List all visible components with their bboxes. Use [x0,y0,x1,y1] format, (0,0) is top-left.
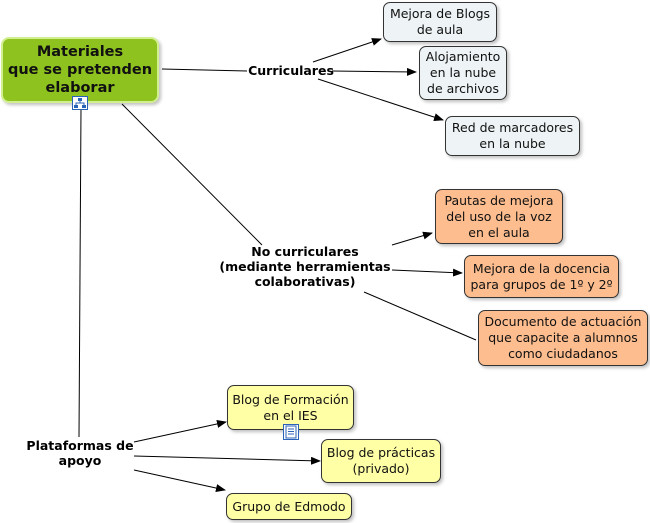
node-blog-formacion[interactable]: Blog de Formación en el IES [227,385,354,430]
branch-curriculares[interactable]: Curriculares [248,63,334,78]
branch-plataformas[interactable]: Plataformas de apoyo [26,438,134,468]
branch-no-curriculares[interactable]: No curriculares (mediante herramientas c… [219,244,391,289]
node-pautas-voz[interactable]: Pautas de mejora del uso de la voz en el… [435,189,563,244]
node-mejora-blogs[interactable]: Mejora de Blogs de aula [383,2,497,42]
node-alojamiento-nube[interactable]: Alojamiento en la nube de archivos [419,46,507,100]
node-documento-actuacion[interactable]: Documento de actuación que capacite a al… [478,310,648,366]
node-red-marcadores[interactable]: Red de marcadores en la nube [445,116,580,156]
node-grupo-edmodo[interactable]: Grupo de Edmodo [226,493,352,520]
node-mejora-docencia[interactable]: Mejora de la docencia para grupos de 1º … [464,255,619,298]
document-icon[interactable] [283,424,299,440]
node-blog-practicas[interactable]: Blog de prácticas (privado) [321,439,441,483]
root-node[interactable]: Materiales que se pretenden elaborar [1,37,159,103]
map-link-icon[interactable] [72,96,88,110]
